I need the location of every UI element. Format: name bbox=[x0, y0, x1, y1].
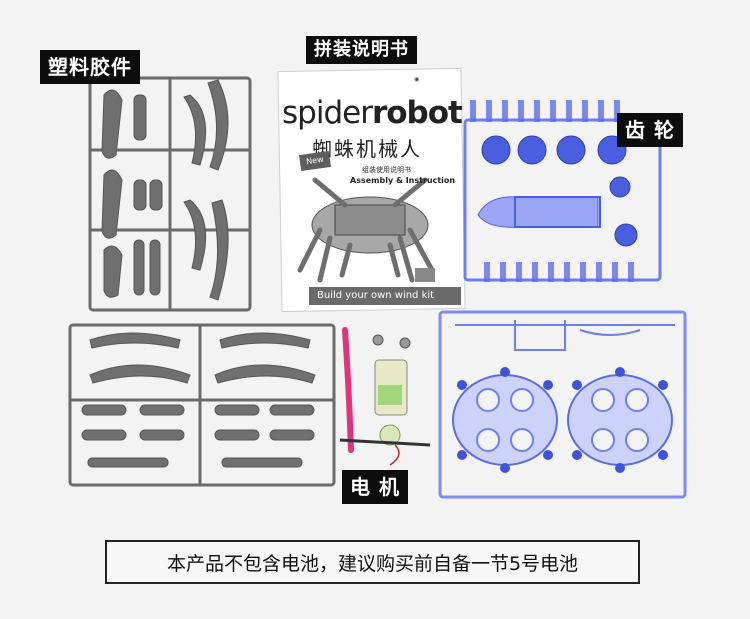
blue-frame-sprue bbox=[438, 310, 687, 499]
battery-notice: 本产品不包含电池，建议购买前自备一节5号电池 bbox=[105, 540, 640, 584]
label-gears: 齿 轮 bbox=[617, 113, 683, 147]
motor-assembly bbox=[339, 327, 431, 466]
manual-brand-logo: ◉ bbox=[414, 76, 420, 83]
grey-sprue-bottom bbox=[68, 323, 336, 487]
instruction-manual bbox=[277, 67, 466, 313]
blue-gear-sprue bbox=[463, 100, 662, 282]
manual-title: spiderrobot bbox=[282, 95, 463, 131]
manual-title-cn: 蜘蛛机械人 bbox=[312, 137, 422, 161]
manual-footer-bar: Build your own wind kit bbox=[309, 287, 461, 305]
manual-subtitle-cn: 组装使用说明书 bbox=[362, 166, 411, 174]
grey-parts-top bbox=[101, 79, 229, 301]
manual-subtitle-en: Assembly & Instruction bbox=[350, 176, 456, 185]
label-plastic-parts: 塑料胶件 bbox=[40, 50, 140, 84]
label-motor: 电 机 bbox=[342, 470, 408, 504]
grey-parts-bottom bbox=[81, 332, 316, 468]
label-manual: 拼装说明书 bbox=[306, 36, 417, 64]
